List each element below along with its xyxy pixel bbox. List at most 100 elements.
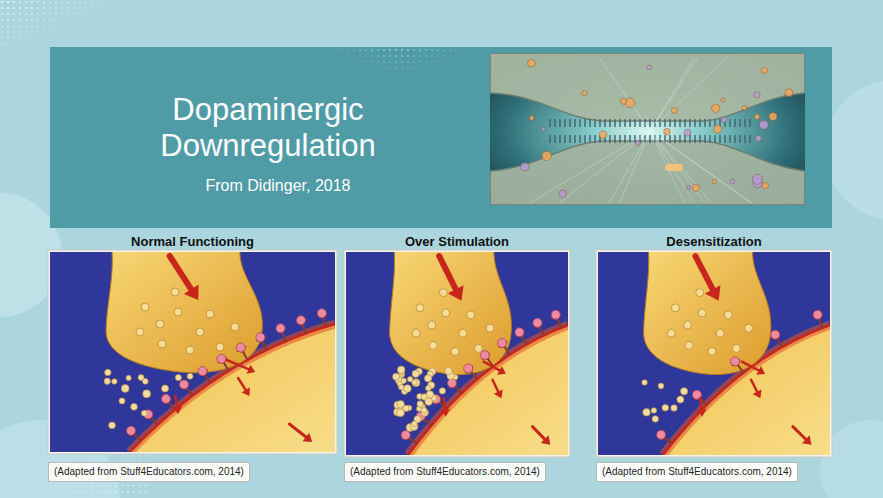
decor-dot bbox=[115, 455, 117, 457]
receptor-stem bbox=[522, 337, 526, 345]
membrane-stripe bbox=[689, 135, 690, 143]
decor-dot bbox=[133, 491, 135, 493]
decor-dot bbox=[347, 55, 349, 57]
receptor-stem bbox=[263, 342, 267, 350]
decor-dot bbox=[85, 13, 87, 15]
decor-dot bbox=[31, 7, 33, 9]
dopamine-molecule bbox=[141, 410, 147, 416]
panel-frame bbox=[596, 250, 832, 457]
membrane-stripe bbox=[559, 135, 560, 143]
vesicle bbox=[716, 329, 724, 337]
dopamine-molecule bbox=[126, 375, 131, 380]
light-ray bbox=[620, 131, 650, 203]
dopamine-molecule bbox=[426, 385, 432, 391]
decor-dot bbox=[139, 455, 141, 457]
vesicle bbox=[647, 65, 652, 70]
decor-dot bbox=[37, 37, 39, 39]
dopamine-molecule bbox=[397, 401, 404, 408]
synapse-panel bbox=[50, 252, 335, 452]
dopamine-molecule bbox=[112, 379, 117, 384]
decor-dot bbox=[19, 1, 21, 3]
membrane-stripe bbox=[749, 135, 750, 143]
decor-dot bbox=[7, 19, 9, 21]
vesicle bbox=[442, 309, 450, 317]
decor-dot bbox=[55, 31, 57, 33]
vesicle bbox=[156, 320, 164, 328]
arrow-head bbox=[802, 435, 812, 445]
dopamine-molecule bbox=[162, 385, 169, 392]
membrane-stripe bbox=[609, 135, 610, 143]
vesicle bbox=[206, 310, 214, 318]
light-ray bbox=[650, 58, 698, 131]
decor-dot bbox=[109, 491, 111, 493]
membrane-stripe bbox=[574, 135, 575, 143]
decor-dot bbox=[49, 485, 51, 487]
source-caption: (Adapted from Stuff4Educators.com, 2014) bbox=[344, 462, 546, 482]
receptor-stem bbox=[187, 388, 192, 395]
light-ray bbox=[559, 131, 650, 203]
decor-dot bbox=[103, 1, 105, 3]
light-ray bbox=[599, 58, 650, 131]
dopamine-molecule bbox=[412, 370, 419, 377]
membrane-stripe bbox=[719, 135, 720, 143]
dopamine-molecule bbox=[109, 422, 116, 429]
decor-dot bbox=[73, 1, 75, 3]
vesicle bbox=[761, 67, 767, 73]
decor-dot bbox=[377, 55, 379, 57]
decor-dot bbox=[37, 13, 39, 15]
decor-dot bbox=[1, 25, 3, 27]
decor-dot bbox=[1, 7, 3, 9]
vesicle bbox=[759, 120, 768, 129]
dopamine-molecule bbox=[681, 388, 688, 395]
vesicle bbox=[158, 340, 166, 348]
decor-dot bbox=[389, 61, 391, 63]
decor-dot bbox=[25, 1, 27, 3]
slide-title: Dopaminergic Downregulation bbox=[78, 92, 458, 164]
decor-dot bbox=[127, 491, 129, 493]
decor-dot bbox=[31, 13, 33, 15]
dopamine-molecule bbox=[412, 379, 420, 387]
receptor-stem bbox=[243, 352, 247, 360]
decor-dot bbox=[383, 67, 385, 69]
vesicle bbox=[429, 341, 437, 349]
membrane-stripe bbox=[584, 119, 585, 127]
vesicle bbox=[439, 289, 447, 297]
receptor-head bbox=[480, 351, 489, 360]
decor-dot bbox=[1, 37, 3, 39]
receptor-stem bbox=[819, 319, 822, 327]
decor-dot bbox=[103, 455, 105, 457]
dopamine-molecule bbox=[424, 375, 431, 382]
subtitle-label: From Didinger, 2018 bbox=[128, 177, 428, 195]
red-arrow bbox=[238, 378, 246, 390]
decor-dot bbox=[431, 49, 433, 51]
decor-dot bbox=[67, 19, 69, 21]
light-ray bbox=[650, 58, 726, 131]
decor-dot bbox=[67, 491, 69, 493]
receptor-head bbox=[464, 364, 473, 373]
membrane-stripe bbox=[679, 119, 680, 127]
decor-dot bbox=[49, 491, 51, 493]
decor-dot bbox=[49, 7, 51, 9]
decor-dot bbox=[67, 13, 69, 15]
decor-dot bbox=[437, 61, 439, 63]
decor-dot bbox=[371, 61, 373, 63]
membrane-stripe bbox=[709, 119, 710, 127]
vesicle bbox=[752, 174, 762, 184]
decor-dot bbox=[115, 1, 117, 3]
decor-dot bbox=[401, 67, 403, 69]
dopamine-molecule bbox=[396, 409, 404, 417]
decor-dot bbox=[7, 37, 9, 39]
arrow-head bbox=[440, 409, 450, 417]
red-arrow bbox=[227, 360, 249, 369]
decor-dot bbox=[437, 49, 439, 51]
decor-dot bbox=[55, 13, 57, 15]
decor-dot bbox=[73, 13, 75, 15]
receptor-head bbox=[236, 343, 245, 352]
membrane-stripe bbox=[614, 119, 615, 127]
decor-dot bbox=[97, 455, 99, 457]
decor-dot bbox=[425, 55, 427, 57]
membrane-stripe bbox=[574, 119, 575, 127]
decor-dot bbox=[37, 25, 39, 27]
vesicle bbox=[667, 329, 675, 337]
